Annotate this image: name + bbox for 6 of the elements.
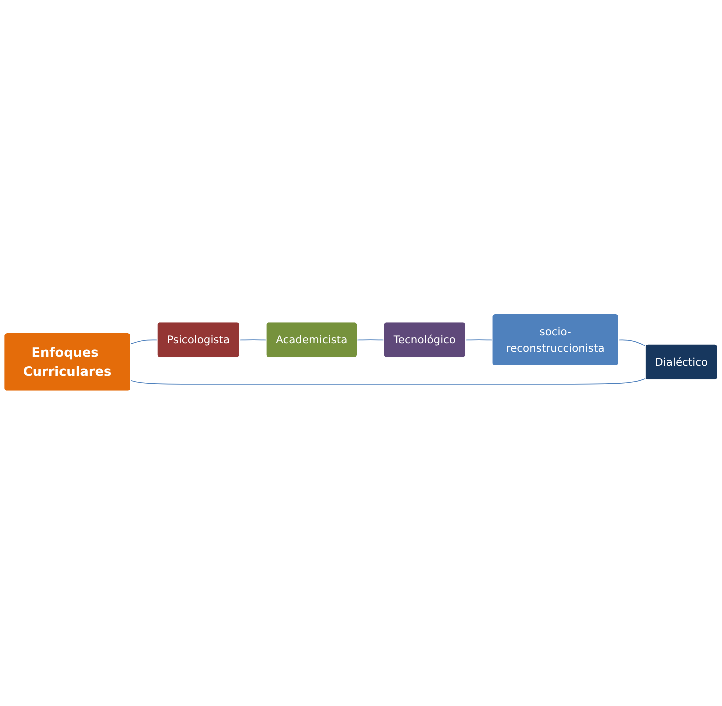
connector xyxy=(618,340,646,348)
connector xyxy=(130,378,646,386)
connector xyxy=(130,340,158,345)
connector xyxy=(466,340,494,341)
connector xyxy=(357,340,385,341)
connector xyxy=(240,340,268,341)
